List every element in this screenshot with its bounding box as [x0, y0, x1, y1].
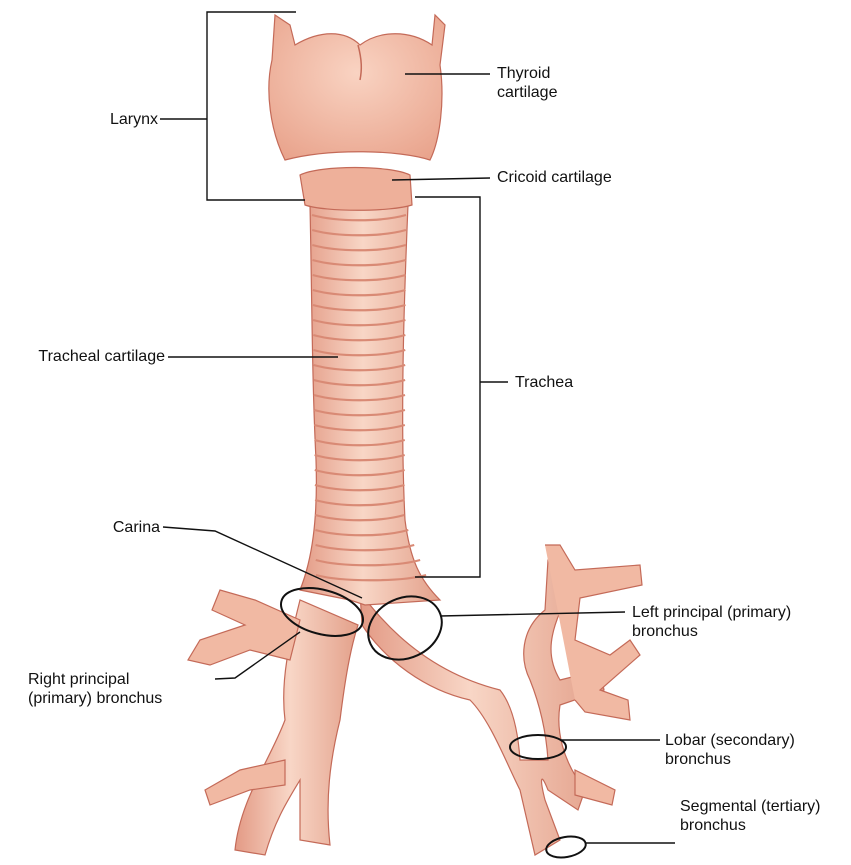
thyroid-cartilage-shape	[269, 15, 445, 160]
trachea-bracket	[415, 197, 480, 577]
tracheal-cartilage-label: Tracheal cartilage	[8, 347, 165, 366]
right-principal-bronchus-label: Right principal(primary) bronchus	[28, 670, 162, 708]
left-principal-leader	[440, 612, 625, 616]
right-upper-branches	[188, 590, 300, 665]
left-principal-bronchus-label: Left principal (primary)bronchus	[632, 603, 791, 641]
cricoid-cartilage-label: Cricoid cartilage	[497, 168, 612, 187]
right-bronchial-tree	[188, 590, 358, 855]
lobar-bronchus-label: Lobar (secondary)bronchus	[665, 731, 795, 769]
segmental-bronchus-label: Segmental (tertiary)bronchus	[680, 797, 821, 835]
larynx-label: Larynx	[82, 110, 158, 129]
carina-label: Carina	[98, 518, 160, 537]
trachea-label: Trachea	[515, 373, 573, 392]
trachea-tube	[300, 205, 440, 605]
cricoid-cartilage-shape	[300, 168, 412, 211]
